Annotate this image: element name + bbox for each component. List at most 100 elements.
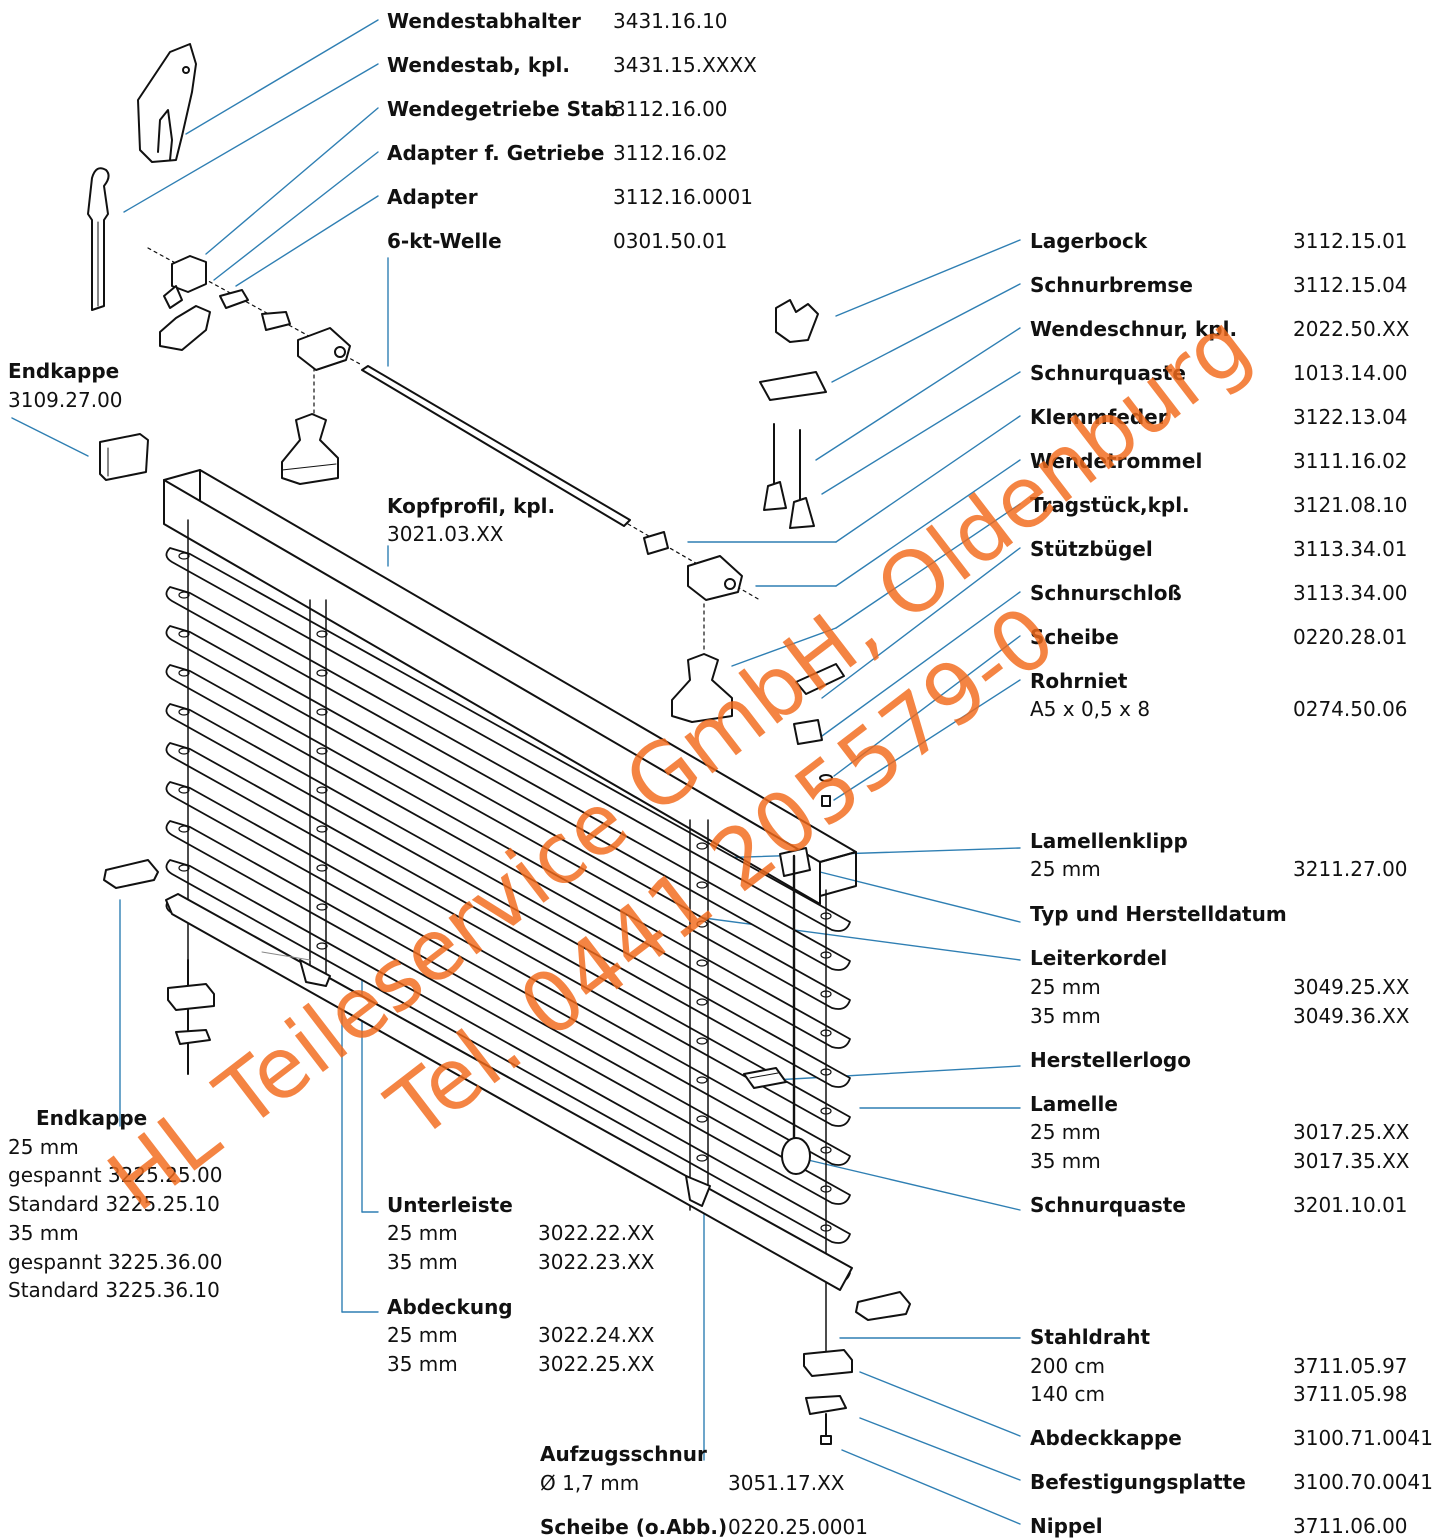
label-klemmfeder-name: Klemmfeder: [1030, 405, 1168, 429]
label-stahldraht-number-2: 3711.05.98: [1293, 1382, 1408, 1406]
label-lamellenklipp-size: 25 mm: [1030, 857, 1101, 881]
label-scheibe-oabb-number: 0220.25.0001: [728, 1515, 868, 1539]
label-rohrniet-size: A5 x 0,5 x 8: [1030, 697, 1151, 721]
label-stahldraht-size-1: 200 cm: [1030, 1354, 1106, 1378]
wendestabhalter-part: [137, 43, 197, 163]
label-aufzugsschnur-number: 3051.17.XX: [728, 1471, 845, 1495]
label-abdeckkappe-number: 3100.71.0041: [1293, 1426, 1433, 1450]
label-abdeckung-name: Abdeckung: [387, 1295, 513, 1319]
label-schnurquaste-top-number: 1013.14.00: [1293, 361, 1408, 385]
label-endkappe-bottom-line-6: Standard 3225.36.10: [8, 1278, 220, 1302]
unterleiste-part: [165, 893, 853, 1291]
slat-hole: [316, 942, 328, 950]
slat-hole: [696, 1154, 708, 1162]
label-abdeckkappe-name: Abdeckkappe: [1030, 1426, 1182, 1450]
label-abdeckung-size-2: 35 mm: [387, 1352, 458, 1376]
label-unterleiste-number-2: 3022.23.XX: [538, 1250, 655, 1274]
label-unterleiste-size-1: 25 mm: [387, 1221, 458, 1245]
label-wendegetriebe-name: Wendegetriebe Stab: [387, 97, 619, 121]
slat-hole: [178, 747, 190, 755]
label-aufzugsschnur-name: Aufzugsschnur: [540, 1442, 707, 1466]
label-lamelle-size-2: 35 mm: [1030, 1149, 1101, 1173]
wendestab-part: [87, 167, 110, 311]
slat-hole: [178, 825, 190, 833]
slat-hole: [316, 747, 328, 755]
bottom-right-fastening: [803, 1291, 911, 1445]
label-tragstueck-name: Tragstück,kpl.: [1030, 493, 1190, 517]
slat: [165, 742, 851, 1127]
label-schnurschloss-number: 3113.34.00: [1293, 581, 1408, 605]
label-aufzugsschnur-size: Ø 1,7 mm: [540, 1471, 640, 1495]
slat-hole: [696, 959, 708, 967]
slat: [165, 664, 851, 1049]
label-leiterkordel-size-1: 25 mm: [1030, 975, 1101, 999]
slat-hole: [316, 630, 328, 638]
label-abdeckung-number-1: 3022.24.XX: [538, 1323, 655, 1347]
label-lamelle-name: Lamelle: [1030, 1092, 1118, 1116]
slat-hole: [696, 1076, 708, 1084]
label-schnurquaste-top-name: Schnurquaste: [1030, 361, 1186, 385]
label-lamelle-number-1: 3017.25.XX: [1293, 1120, 1410, 1144]
slat-hole: [178, 669, 190, 677]
label-leiterkordel-name: Leiterkordel: [1030, 946, 1168, 970]
label-wendegetriebe-number: 3112.16.00: [613, 97, 728, 121]
slat-hole: [696, 998, 708, 1006]
label-stahldraht-number-1: 3711.05.97: [1293, 1354, 1408, 1378]
slat-hole: [696, 1115, 708, 1123]
slat-hole: [696, 842, 708, 850]
label-abdeckung-size-1: 25 mm: [387, 1323, 458, 1347]
label-befestigungsplatte-number: 3100.70.0041: [1293, 1470, 1433, 1494]
slat-hole: [178, 708, 190, 716]
label-klemmfeder-number: 3122.13.04: [1293, 405, 1408, 429]
label-unterleiste-name: Unterleiste: [387, 1193, 513, 1217]
slat: [165, 703, 851, 1088]
kopfprofil-part: [163, 469, 857, 905]
label-endkappe-bottom-line-1: 25 mm: [8, 1135, 79, 1159]
label-leiterkordel-size-2: 35 mm: [1030, 1004, 1101, 1028]
slat-hole: [178, 786, 190, 794]
label-wendeschnur-number: 2022.50.XX: [1293, 317, 1410, 341]
slat-hole: [696, 881, 708, 889]
label-schnurbremse-number: 3112.15.04: [1293, 273, 1408, 297]
label-wendeschnur-name: Wendeschnur, kpl.: [1030, 317, 1238, 341]
label-stuetzbuegel-name: Stützbügel: [1030, 537, 1153, 561]
slat: [165, 781, 851, 1166]
slat-hole: [696, 1037, 708, 1045]
herstellerlogo-part: [743, 1067, 787, 1089]
slat-hole: [316, 669, 328, 677]
label-lamellenklipp-number: 3211.27.00: [1293, 857, 1408, 881]
label-adapter-name: Adapter: [387, 185, 478, 209]
label-tragstueck-number: 3121.08.10: [1293, 493, 1408, 517]
label-adapter-getriebe-name: Adapter f. Getriebe: [387, 141, 605, 165]
label-schnurquaste-bottom-name: Schnurquaste: [1030, 1193, 1186, 1217]
label-lamelle-size-1: 25 mm: [1030, 1120, 1101, 1144]
label-abdeckung-number-2: 3022.25.XX: [538, 1352, 655, 1376]
slat-hole: [316, 708, 328, 716]
label-wendestabhalter-name: Wendestabhalter: [387, 9, 581, 33]
label-stahldraht-size-2: 140 cm: [1030, 1382, 1106, 1406]
label-endkappe-bottom-line-4: 35 mm: [8, 1221, 79, 1245]
lagerbock-left-part: [281, 413, 339, 485]
slat: [165, 859, 851, 1244]
slat-hole: [316, 786, 328, 794]
label-schnurbremse-name: Schnurbremse: [1030, 273, 1193, 297]
label-kopfprofil-number: 3021.03.XX: [387, 522, 504, 546]
label-nippel-number: 3711.06.00: [1293, 1514, 1408, 1538]
label-wendestab-name: Wendestab, kpl.: [387, 53, 570, 77]
label-lamelle-number-2: 3017.35.XX: [1293, 1149, 1410, 1173]
label-endkappe-top-number: 3109.27.00: [8, 388, 123, 412]
label-nippel-name: Nippel: [1030, 1514, 1103, 1538]
label-lagerbock-number: 3112.15.01: [1293, 229, 1408, 253]
right-drive-parts: [643, 531, 743, 723]
label-lamellenklipp-name: Lamellenklipp: [1030, 829, 1188, 853]
label-befestigungsplatte-name: Befestigungsplatte: [1030, 1470, 1246, 1494]
label-herstellerlogo: Herstellerlogo: [1030, 1048, 1191, 1072]
label-wendetrommel-number: 3111.16.02: [1293, 449, 1408, 473]
slat: [165, 820, 851, 1205]
slat-hole: [178, 591, 190, 599]
welle-part: [361, 365, 631, 527]
label-welle-number: 0301.50.01: [613, 229, 728, 253]
slat-hole: [316, 825, 328, 833]
slat-hole: [316, 903, 328, 911]
